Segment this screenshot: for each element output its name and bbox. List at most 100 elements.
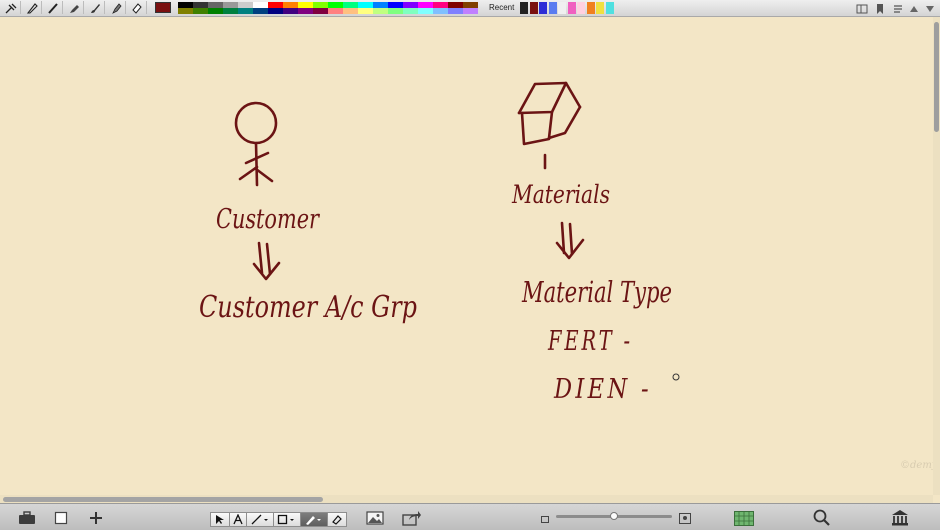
fert-label: FERT - (547, 326, 633, 357)
cursor-icon (216, 515, 224, 524)
material-type-label: Material Type (521, 275, 672, 309)
palette-swatch[interactable] (403, 2, 418, 8)
recent-color-swatch[interactable] (605, 2, 614, 14)
zoom-slider-knob[interactable] (610, 512, 618, 520)
palette-swatch[interactable] (268, 2, 283, 8)
line-tool-button[interactable] (246, 512, 274, 527)
palette-swatch[interactable] (253, 2, 268, 8)
palette-swatch[interactable] (253, 8, 268, 14)
eraser-tool-button[interactable] (327, 512, 347, 527)
palette-swatch[interactable] (178, 8, 193, 14)
horizontal-scroll-thumb[interactable] (3, 497, 323, 502)
palette-swatch[interactable] (238, 8, 253, 14)
shape-tool-button[interactable] (273, 512, 301, 527)
recent-color-swatch[interactable] (529, 2, 538, 14)
select-tool-button[interactable] (2, 1, 21, 14)
palette-swatch[interactable] (283, 8, 298, 14)
text-icon (233, 514, 243, 525)
palette-swatch[interactable] (193, 2, 208, 8)
marker-tool-button[interactable] (65, 1, 84, 14)
briefcase-icon[interactable] (18, 510, 36, 526)
palette-swatch[interactable] (373, 2, 388, 8)
zoom-out-icon[interactable] (540, 514, 550, 524)
palette-swatch[interactable] (433, 2, 448, 8)
palette-swatch[interactable] (223, 2, 238, 8)
brush-tool-button[interactable] (86, 1, 105, 14)
text-tool-button[interactable] (229, 512, 247, 527)
vertical-scrollbar[interactable] (933, 17, 940, 495)
recent-color-swatch[interactable] (577, 2, 585, 14)
share-icon[interactable] (401, 509, 423, 526)
palette-swatch[interactable] (448, 2, 463, 8)
sidebar-toggle-icon[interactable] (856, 2, 868, 14)
palette-swatch[interactable] (448, 8, 463, 14)
list-icon[interactable] (892, 2, 904, 14)
eraser-icon (332, 515, 342, 525)
triangle-up-icon[interactable] (908, 2, 920, 14)
palette-swatch[interactable] (193, 8, 208, 14)
palette-swatch[interactable] (298, 2, 313, 8)
palette-swatch[interactable] (343, 8, 358, 14)
palette-swatch[interactable] (328, 8, 343, 14)
recent-color-swatch[interactable] (520, 2, 528, 14)
pencil-tool-button[interactable] (44, 1, 63, 14)
select-tool-icon (5, 3, 17, 13)
horizontal-scrollbar[interactable] (0, 495, 933, 503)
palette-swatch[interactable] (463, 8, 478, 14)
palette-swatch[interactable] (208, 8, 223, 14)
palette-swatch[interactable] (388, 8, 403, 14)
recent-color-swatch[interactable] (567, 2, 576, 14)
highlighter-tool-button[interactable] (107, 1, 126, 14)
materials-label: Materials (511, 180, 610, 209)
recent-colors-label: Recent (489, 3, 515, 12)
recent-color-swatch[interactable] (548, 2, 557, 14)
pen-tool-button[interactable] (23, 1, 42, 14)
pencil-tool-icon (48, 2, 58, 14)
material-cube (517, 81, 582, 170)
triangle-down-icon[interactable] (924, 2, 936, 14)
palette-swatch[interactable] (358, 2, 373, 8)
recent-color-swatch[interactable] (539, 2, 547, 14)
eraser-tool-button[interactable] (128, 1, 147, 14)
image-icon[interactable] (365, 510, 385, 526)
pen-tool-icon (26, 2, 38, 14)
library-icon[interactable] (891, 509, 909, 527)
palette-swatch[interactable] (358, 8, 373, 14)
recent-color-swatch[interactable] (586, 2, 595, 14)
add-page-icon[interactable] (88, 510, 104, 526)
recent-color-swatch[interactable] (596, 2, 604, 14)
palette-swatch[interactable] (223, 8, 238, 14)
page-icon[interactable] (53, 510, 69, 526)
bottom-toolbar (0, 503, 940, 530)
palette-swatch[interactable] (328, 2, 343, 8)
zoom-in-icon[interactable] (678, 512, 692, 525)
palette-swatch[interactable] (298, 8, 313, 14)
drawing-canvas[interactable]: Customer Customer A/c Grp Materials Mate… (0, 17, 933, 495)
palette-swatch[interactable] (373, 8, 388, 14)
palette-swatch[interactable] (418, 2, 433, 8)
palette-swatch[interactable] (313, 2, 328, 8)
recent-color-swatch[interactable] (558, 2, 566, 14)
dien-label: DIEN - (553, 374, 652, 405)
pointer-tool-button[interactable] (210, 512, 230, 527)
palette-swatch[interactable] (268, 8, 283, 14)
palette-swatch[interactable] (388, 2, 403, 8)
line-icon (251, 514, 268, 525)
pen-icon (306, 516, 321, 525)
search-icon[interactable] (813, 509, 831, 527)
calendar-grid-icon[interactable] (733, 510, 755, 527)
palette-swatch[interactable] (178, 2, 193, 8)
palette-swatch[interactable] (343, 2, 358, 8)
bookmark-icon[interactable] (874, 2, 886, 14)
palette-swatch[interactable] (208, 2, 223, 8)
palette-swatch[interactable] (418, 8, 433, 14)
palette-swatch[interactable] (238, 2, 253, 8)
palette-swatch[interactable] (403, 8, 418, 14)
palette-swatch[interactable] (313, 8, 328, 14)
selected-color-swatch[interactable] (155, 2, 171, 13)
palette-swatch[interactable] (463, 2, 478, 8)
palette-swatch[interactable] (283, 2, 298, 8)
pen-tool-button[interactable] (300, 512, 328, 527)
vertical-scroll-thumb[interactable] (934, 22, 939, 132)
palette-swatch[interactable] (433, 8, 448, 14)
